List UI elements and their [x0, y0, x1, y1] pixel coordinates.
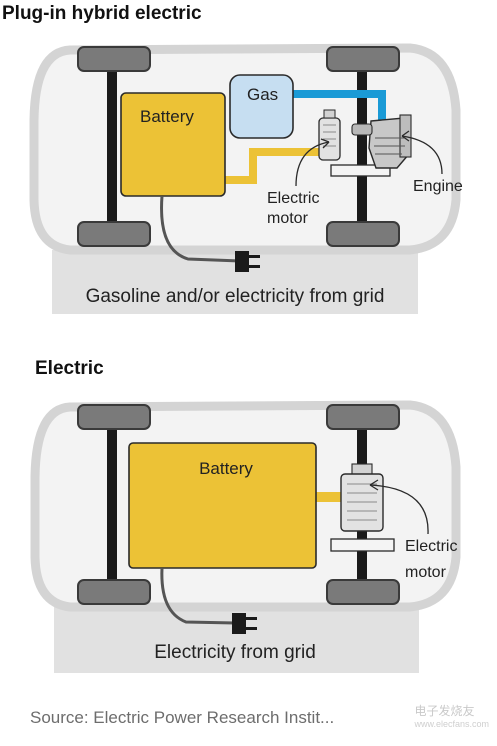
battery-label: Battery: [140, 107, 194, 126]
watermark: 电子发烧友 www.elecfans.com: [414, 702, 489, 729]
plugin-hybrid-caption: Gasoline and/or electricity from grid: [86, 286, 385, 307]
plug-prong-bottom: [249, 265, 260, 268]
wheel-rear-top: [77, 46, 151, 72]
motor-arrow: [369, 484, 429, 535]
electric-diagram: Battery Electric motor Electricity from …: [30, 400, 461, 673]
plug-prong-bottom: [246, 627, 257, 630]
plugin-hybrid-diagram: Battery Gas Electric motor Engine Gasoli…: [29, 43, 463, 314]
gas-label: Gas: [247, 85, 278, 104]
motor-arrow: [295, 141, 330, 187]
rear-axle: [107, 428, 117, 596]
engine-arrow: [401, 135, 443, 175]
motor-mount: [330, 538, 395, 552]
electric-motor-label-line1: Electric: [267, 190, 319, 207]
plug-body: [235, 251, 249, 272]
wheel-front-top: [326, 46, 400, 72]
electric-title: Electric: [35, 358, 104, 379]
wheel-rear-bottom: [77, 221, 151, 247]
engine-label: Engine: [413, 178, 463, 195]
charging-cord: [160, 567, 236, 625]
wheel-front-bottom: [326, 579, 400, 605]
watermark-line2: www.elecfans.com: [414, 719, 489, 729]
battery-label: Battery: [199, 459, 253, 478]
wheel-rear-bottom: [77, 579, 151, 605]
battery-block: [128, 442, 317, 569]
power-wire: [316, 492, 342, 502]
charging-cord: [160, 195, 241, 263]
rear-axle: [107, 70, 117, 238]
power-wire: [225, 148, 325, 184]
source-note: Source: Electric Power Research Instit..…: [30, 708, 335, 727]
electric-motor-label-line2: motor: [267, 210, 309, 227]
electric-motor-label-line1: Electric: [405, 538, 457, 555]
watermark-line1: 电子发烧友: [414, 704, 475, 718]
fuel-line: [293, 90, 386, 124]
gas-tank: [229, 74, 294, 139]
plug-prong-top: [249, 255, 260, 258]
electric-caption: Electricity from grid: [154, 642, 316, 663]
battery-block: [120, 92, 226, 197]
wheel-rear-top: [77, 404, 151, 430]
front-axle: [357, 70, 367, 238]
wheel-front-bottom: [326, 221, 400, 247]
drive-shaft: [330, 164, 391, 177]
plug-prong-top: [246, 617, 257, 620]
plugin-hybrid-title: Plug-in hybrid electric: [2, 3, 202, 24]
electric-motor-label-line2: motor: [405, 564, 447, 581]
plug-body: [232, 613, 246, 634]
wheel-front-top: [326, 404, 400, 430]
